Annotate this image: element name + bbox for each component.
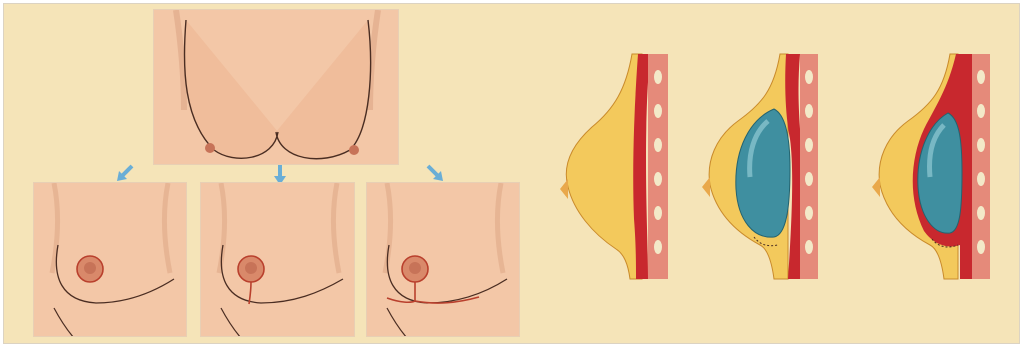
- periareolar-incision-illustration: [34, 183, 187, 337]
- anchor-incision-panel: [366, 182, 520, 337]
- down-left-arrow-icon: [114, 164, 136, 184]
- anchor-incision-illustration: [367, 183, 520, 337]
- preop-breasts-panel: [153, 9, 399, 165]
- down-right-arrow-icon: [424, 164, 446, 184]
- preop-breasts-illustration: [154, 10, 399, 165]
- natural-breast-profile: [554, 49, 674, 284]
- vertical-incision-illustration: [201, 183, 355, 337]
- submuscular-implant-profile: [694, 49, 824, 284]
- periareolar-incision-panel: [33, 182, 187, 337]
- illustration-frame: [3, 3, 1020, 344]
- vertical-incision-panel: [200, 182, 355, 337]
- subglandular-implant-profile: [864, 49, 994, 284]
